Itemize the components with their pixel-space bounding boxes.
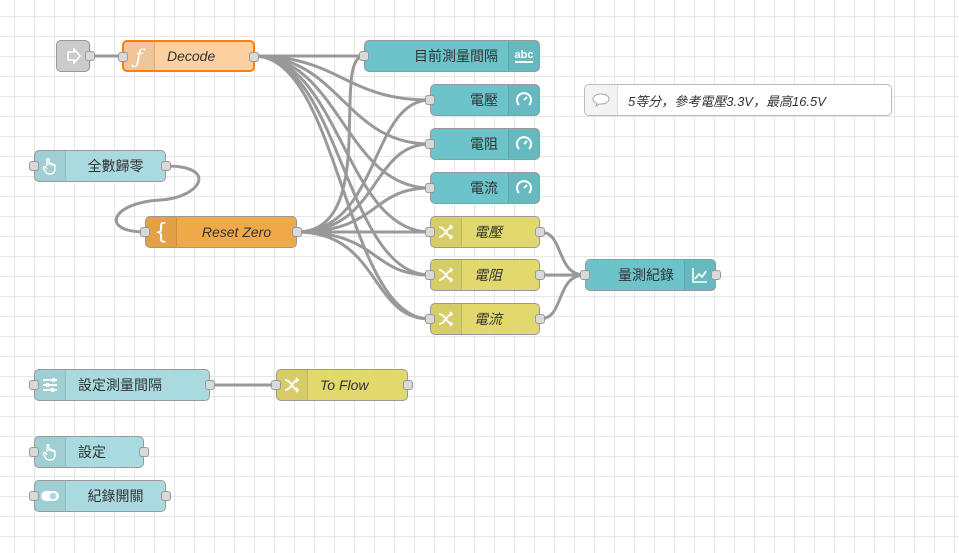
input-port[interactable] xyxy=(29,491,39,501)
gauge-icon xyxy=(508,173,539,203)
node-label: 量測紀錄 xyxy=(618,267,674,283)
output-port[interactable] xyxy=(535,270,545,280)
shuffle-icon xyxy=(431,304,462,334)
output-port[interactable] xyxy=(711,270,721,280)
output-port[interactable] xyxy=(139,447,149,457)
node-label: 目前測量間隔 xyxy=(414,48,498,64)
input-port[interactable] xyxy=(425,227,435,237)
line-chart-icon xyxy=(684,260,715,290)
gauge-icon xyxy=(508,85,539,115)
input-port[interactable] xyxy=(359,51,369,61)
change-resistance-node[interactable]: 電阻 xyxy=(425,259,545,291)
wire xyxy=(296,230,431,277)
wire xyxy=(253,54,431,190)
node-label: 電壓 xyxy=(470,92,498,108)
shuffle-icon xyxy=(431,217,462,247)
input-port[interactable] xyxy=(580,270,590,280)
comment-node[interactable]: 5等分，參考電壓3.3V，最高16.5V xyxy=(584,84,892,116)
wire xyxy=(539,273,586,321)
slider-interval-node[interactable]: 設定測量間隔 xyxy=(29,369,215,401)
node-label: 電阻 xyxy=(474,267,502,283)
wire xyxy=(253,54,431,321)
wire xyxy=(296,98,431,234)
chart-log-node[interactable]: 量測紀錄 xyxy=(580,259,721,291)
decode-function-node[interactable]: ƒ Decode xyxy=(118,40,259,72)
output-port[interactable] xyxy=(249,52,259,62)
toggle-icon xyxy=(35,481,66,511)
brace-icon: { xyxy=(146,217,177,247)
input-port[interactable] xyxy=(425,314,435,324)
hand-icon xyxy=(35,151,66,181)
hand-icon xyxy=(35,437,66,467)
input-port[interactable] xyxy=(118,52,128,62)
output-port[interactable] xyxy=(161,161,171,171)
change-voltage-node[interactable]: 電壓 xyxy=(425,216,545,248)
wire xyxy=(296,142,431,234)
node-label: 全數歸零 xyxy=(87,158,144,174)
output-port[interactable] xyxy=(535,227,545,237)
node-label: 設定測量間隔 xyxy=(78,377,162,393)
text-interval-node[interactable]: 目前測量間隔 abc xyxy=(359,40,540,72)
button-reset-all-node[interactable]: 全數歸零 xyxy=(29,150,171,182)
wire xyxy=(539,230,586,277)
input-port[interactable] xyxy=(29,380,39,390)
wire xyxy=(296,230,431,321)
output-port[interactable] xyxy=(535,314,545,324)
output-port[interactable] xyxy=(403,380,413,390)
node-label: 設定 xyxy=(78,444,106,460)
node-label: 電流 xyxy=(470,180,498,196)
input-port[interactable] xyxy=(425,139,435,149)
node-label: Decode xyxy=(167,48,216,64)
function-icon: ƒ xyxy=(124,42,155,70)
node-label: 電阻 xyxy=(470,136,498,152)
gauge-voltage-node[interactable]: 電壓 xyxy=(425,84,540,116)
input-port[interactable] xyxy=(425,183,435,193)
abc-icon: abc xyxy=(508,41,539,71)
node-label: 電壓 xyxy=(474,224,502,240)
input-port[interactable] xyxy=(29,447,39,457)
output-port[interactable] xyxy=(85,51,95,61)
input-port[interactable] xyxy=(29,161,39,171)
input-port[interactable] xyxy=(271,380,281,390)
gauge-current-node[interactable]: 電流 xyxy=(425,172,540,204)
shuffle-icon xyxy=(431,260,462,290)
node-label: 電流 xyxy=(474,311,502,327)
switch-log-node[interactable]: 紀錄開關 xyxy=(29,480,171,512)
output-port[interactable] xyxy=(292,227,302,237)
output-port[interactable] xyxy=(161,491,171,501)
inject-node[interactable] xyxy=(56,40,95,72)
wire xyxy=(253,54,431,234)
node-label: 紀錄開關 xyxy=(87,488,144,504)
input-port[interactable] xyxy=(425,95,435,105)
node-label: To Flow xyxy=(320,377,369,393)
wire xyxy=(296,54,365,234)
comment-text: 5等分，參考電壓3.3V，最高16.5V xyxy=(628,93,826,109)
change-current-node[interactable]: 電流 xyxy=(425,303,545,335)
speech-bubble-icon xyxy=(585,85,618,115)
output-port[interactable] xyxy=(205,380,215,390)
wire xyxy=(296,186,431,234)
to-flow-node[interactable]: To Flow xyxy=(271,369,413,401)
sliders-icon xyxy=(35,370,66,400)
input-port[interactable] xyxy=(140,227,150,237)
gauge-icon xyxy=(508,129,539,159)
input-port[interactable] xyxy=(425,270,435,280)
node-label: Reset Zero xyxy=(201,224,272,240)
shuffle-icon xyxy=(277,370,308,400)
reset-zero-node[interactable]: { Reset Zero xyxy=(140,216,302,248)
gauge-resistance-node[interactable]: 電阻 xyxy=(425,128,540,160)
button-settings-node[interactable]: 設定 xyxy=(29,436,149,468)
